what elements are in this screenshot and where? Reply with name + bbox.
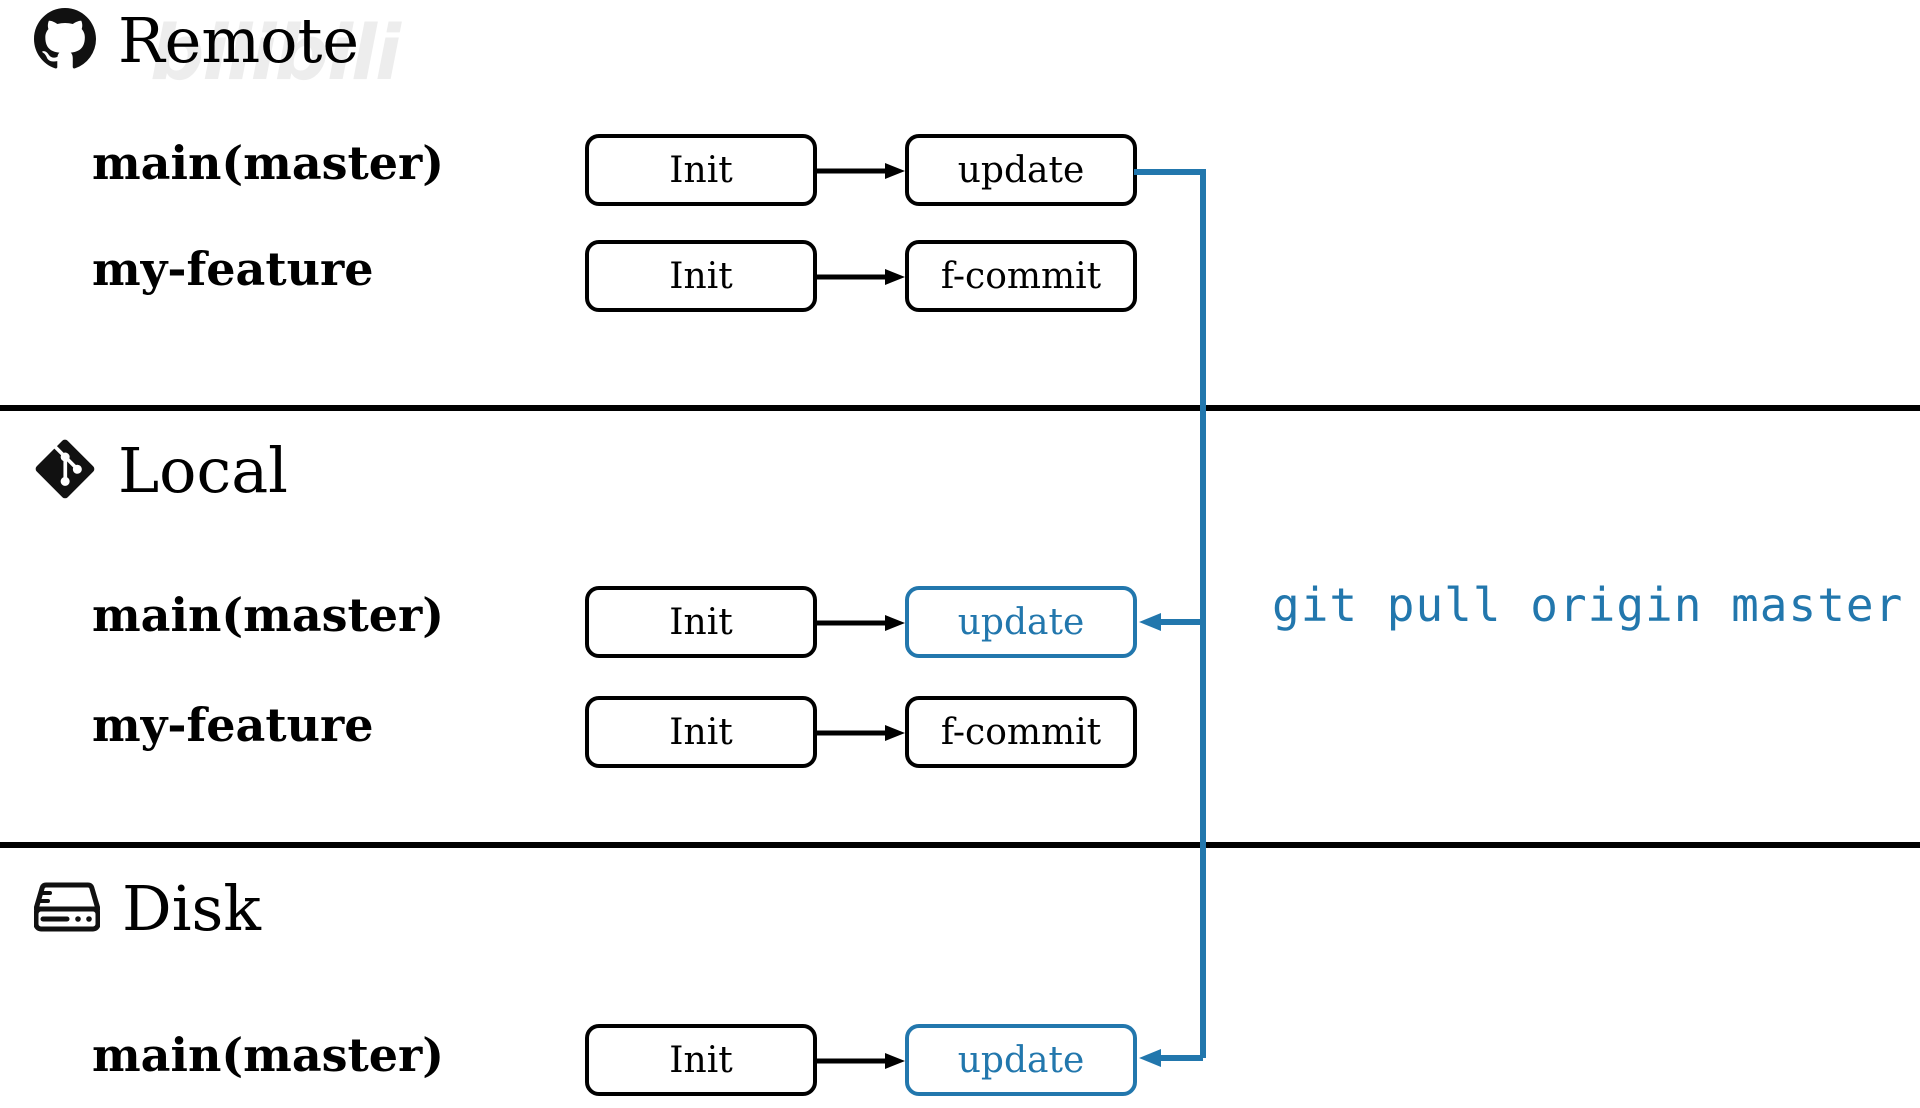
arrow-remote-feature	[815, 269, 905, 285]
arrow-remote-main	[815, 163, 905, 179]
section-header-local: Local	[34, 438, 288, 504]
section-divider-local-disk	[0, 842, 1920, 848]
section-title-disk: Disk	[122, 872, 261, 945]
commit-node-remote-feature-init[interactable]: Init	[585, 240, 817, 312]
commit-node-remote-main-update[interactable]: update	[905, 134, 1137, 206]
commit-node-disk-main-update[interactable]: update	[905, 1024, 1137, 1096]
arrow-local-feature	[815, 725, 905, 741]
branch-label-remote-main: main(master)	[92, 136, 445, 190]
commit-node-local-feature-init[interactable]: Init	[585, 696, 817, 768]
branch-label-local-main: main(master)	[92, 588, 445, 642]
arrow-local-main	[815, 615, 905, 631]
arrow-disk-main	[815, 1053, 905, 1069]
section-title-remote: Remote	[118, 4, 360, 77]
section-header-remote: Remote	[34, 8, 359, 74]
branch-label-local-feature: my-feature	[92, 698, 374, 752]
section-divider-remote-local	[0, 405, 1920, 411]
section-title-local: Local	[118, 434, 289, 507]
git-command-caption: git pull origin master	[1272, 578, 1904, 632]
commit-node-local-feature-fcommit[interactable]: f-commit	[905, 696, 1137, 768]
commit-node-remote-main-init[interactable]: Init	[585, 134, 817, 206]
commit-node-disk-main-init[interactable]: Init	[585, 1024, 817, 1096]
branch-label-disk-main: main(master)	[92, 1028, 445, 1082]
commit-node-local-main-init[interactable]: Init	[585, 586, 817, 658]
git-icon	[34, 438, 96, 504]
github-icon	[34, 8, 96, 74]
hard-drive-icon	[33, 879, 101, 939]
commit-node-local-main-update[interactable]: update	[905, 586, 1137, 658]
commit-node-remote-feature-fcommit[interactable]: f-commit	[905, 240, 1137, 312]
section-header-disk: Disk	[33, 872, 261, 945]
branch-label-remote-feature: my-feature	[92, 242, 374, 296]
